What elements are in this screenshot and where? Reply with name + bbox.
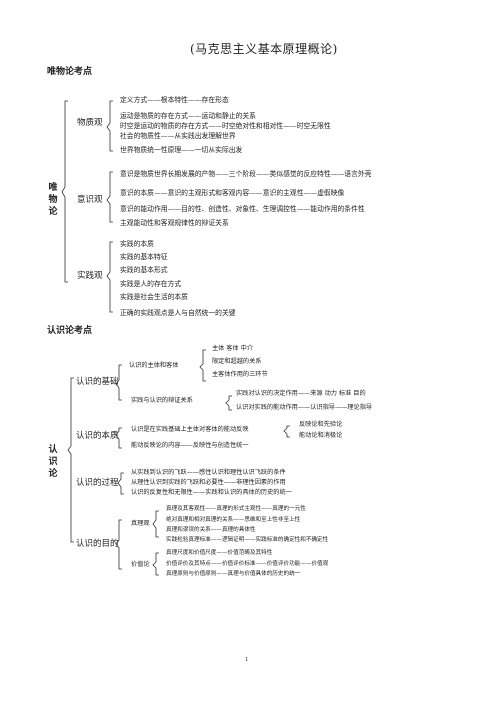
goal-label: 认识的目的 [76,539,119,549]
practice-label: 实践观 [77,271,103,281]
basis-brace [115,364,122,401]
process-item: 认识的反复性和无限性——实践和认识的具体的历史的统一 [131,489,292,496]
practice-brace [106,241,113,313]
practice-dialectic-item: 实践对认识的决定作用——来源 动力 标准 目的 [236,390,366,397]
practice-item: 实践的本质 [120,240,154,248]
process-brace [117,472,124,495]
materialism-heading: 唯物论考点 [47,67,93,77]
value-label: 价值论 [131,561,150,568]
reflection-brace [283,425,290,438]
truth-label: 真理观 [131,520,150,527]
consciousness-item: 意识的能动作用——目的性、创造性、对象性、生理调控性——能动作用的条件性 [120,205,365,213]
subject-object-label: 认识的主体和客体 [129,362,179,369]
practice-dialectic-brace [225,395,232,411]
materialism-brace [61,100,68,283]
subject-object-brace [199,349,206,382]
practice-item: 实践是社会生活的本质 [120,293,188,301]
practice-dialectic-label: 实践与认识的辩证关系 [131,397,193,404]
process-label: 认识的过程 [76,478,119,488]
matter-label: 物质观 [77,118,103,128]
subject-object-item: 限定和超越的关系 [212,358,262,365]
practice-item: 实践的基本形式 [120,266,168,274]
practice-item: 实践是人的存在方式 [120,280,182,288]
reflection-item: 反映论和先验论 [299,421,343,428]
document-title: (马克思主义基本原理概论) [190,42,338,56]
matter-item: 世界物质统一性原理——一切从实际出发 [120,146,243,154]
essence-label: 认识的本质 [76,431,119,441]
matter-item: 社会的物质性——从实践出发理解世界 [120,132,236,140]
consciousness-brace [106,171,113,223]
value-brace [152,552,159,576]
consciousness-item: 意识的本质——意识的主观形式和客观内容——意识的主观性——虚假映像 [120,189,345,197]
matter-item: 运动是物质的存在方式——运动和静止的关系 [120,112,256,120]
truth-item: 真理和谬误的关系——真理的具体性 [166,527,256,533]
consciousness-label: 意识观 [77,195,103,205]
epistemology-heading: 认识论考点 [47,326,93,336]
goal-brace [115,519,122,570]
process-item: 从理性认识到实践的飞跃和必要性——非理性因素的作用 [131,479,286,486]
essence-brace [115,427,122,449]
matter-item: 定义方式——根本特性——存在形态 [120,96,229,104]
value-item: 价值评价及其特点——价值评价标准——价值评价功能——价值观 [166,561,329,567]
process-item: 从实践到认识的飞跃——感性认识和理性认识飞跃的条件 [131,469,286,476]
subject-object-item: 主体 客体 中介 [212,345,254,352]
practice-item: 正确的实践观点是人与自然统一的关键 [120,309,236,317]
matter-item: 时空是运动的物质的存在方式——时空绝对性和相对性——时空无限性 [120,122,331,130]
materialism-vertical-label: 唯物论 [48,183,58,217]
truth-brace [152,510,159,538]
page-number: 1 [245,657,249,663]
truth-item: 真理及其客观性——真理的形式主观性——真理的一元性 [166,506,306,512]
practice-dialectic-item: 认识对实践的能动作用——认识指导——理论指导 [236,404,373,411]
practice-item: 实践的基本特征 [120,253,168,261]
subject-object-item: 主客体作用的三环节 [212,371,268,378]
truth-item: 绝对真理和相对真理的关系——思维和至上性非至上性 [166,517,301,523]
consciousness-item: 意识是物质世界长期发展的产物——三个阶段——类似感觉的反应特性——语言外壳 [120,170,372,178]
value-item: 真理尺度和价值尺度——价值范畴及其特性 [166,550,273,556]
matter-brace [106,100,113,152]
reflection-item: 能动论和消极论 [299,432,343,439]
epistemology-brace [67,377,74,543]
truth-item: 实践检验真理标准——逻辑证明——实践标准的确定性和不确定性 [166,537,329,543]
consciousness-item: 主观能动性和客观规律性的辩证关系 [120,219,229,227]
reflection-label: 认识是在实践基础上主体对客体的能动反映 [131,426,249,433]
value-item: 真理原则与价值原则——真理与价值具体的历史的统一 [166,571,301,577]
basis-label: 认识的基础 [76,377,119,387]
essence-content: 能动反映论的内容——反映性与创造性统一 [131,442,249,449]
epistemology-vertical-label: 认识论 [48,445,58,479]
